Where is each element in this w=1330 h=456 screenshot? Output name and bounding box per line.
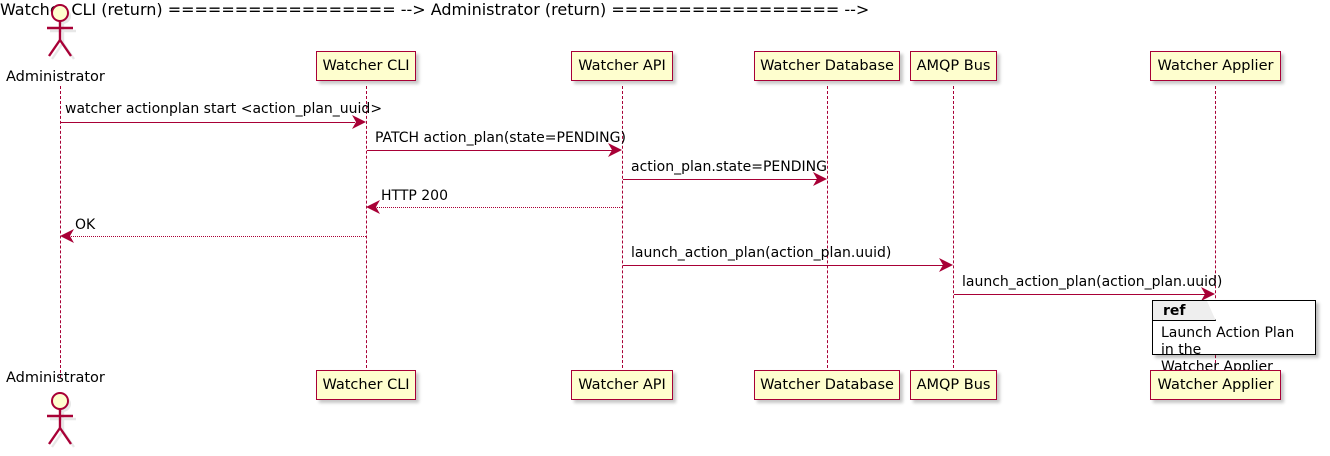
message-label-1: watcher actionplan start <action_plan_uu…	[65, 101, 383, 117]
message-line-6	[623, 265, 943, 266]
message-line-5	[71, 236, 366, 237]
message-line-4	[377, 207, 622, 208]
participant-label: Watcher CLI	[322, 57, 410, 74]
participant-watcher-applier-top[interactable]: Watcher Applier	[1150, 51, 1281, 81]
message-label-6: launch_action_plan(action_plan.uuid)	[631, 245, 892, 261]
participant-watcher-api-top[interactable]: Watcher API	[571, 51, 673, 81]
participant-label: AMQP Bus	[916, 376, 991, 393]
participant-label: Watcher Applier	[1157, 57, 1274, 74]
participant-label: Watcher Database	[760, 57, 894, 74]
participant-label: AMQP Bus	[916, 57, 991, 74]
participant-watcher-database-top[interactable]: Watcher Database	[754, 51, 900, 81]
ref-fragment: ref Launch Action Plan in the Watcher Ap…	[1152, 300, 1316, 375]
ref-fragment-tab: ref	[1153, 301, 1216, 321]
message-label-5: OK	[75, 217, 96, 233]
message-label-3: action_plan.state=PENDING	[631, 159, 827, 175]
lifeline-watcher-api	[622, 86, 623, 378]
participant-watcher-database-bottom[interactable]: Watcher Database	[754, 370, 900, 400]
participant-watcher-applier-bottom[interactable]: Watcher Applier	[1150, 370, 1281, 400]
lifeline-amqp-bus	[953, 86, 954, 378]
lifeline-watcher-applier	[1215, 86, 1216, 378]
participant-amqp-bus-bottom[interactable]: AMQP Bus	[910, 370, 997, 400]
message-line-7	[954, 294, 1205, 295]
participant-watcher-api-bottom[interactable]: Watcher API	[571, 370, 673, 400]
message-label-2: PATCH action_plan(state=PENDING)	[375, 130, 626, 146]
participant-label: Watcher API	[578, 57, 666, 74]
lifeline-administrator	[60, 86, 61, 378]
message-line-2	[367, 150, 612, 151]
lifeline-watcher-database	[827, 86, 828, 378]
message-label-4: HTTP 200	[381, 188, 448, 204]
participant-label: Watcher CLI	[322, 376, 410, 393]
ref-fragment-body: Launch Action Plan in the Watcher Applie…	[1161, 325, 1309, 376]
participant-label: Watcher Applier	[1157, 376, 1274, 393]
participant-amqp-bus-top[interactable]: AMQP Bus	[910, 51, 997, 81]
actor-administrator-top	[41, 4, 81, 60]
participant-label: Watcher Database	[760, 376, 894, 393]
participant-watcher-cli-top[interactable]: Watcher CLI	[316, 51, 416, 81]
ref-fragment-body-line-1: Launch Action Plan in the	[1161, 325, 1295, 358]
actor-label-administrator-bottom: Administrator	[6, 370, 105, 386]
participant-watcher-cli-bottom[interactable]: Watcher CLI	[316, 370, 416, 400]
lifeline-watcher-cli	[366, 86, 367, 378]
message-line-1	[61, 122, 355, 123]
message-line-3	[623, 179, 817, 180]
actor-label-administrator-top: Administrator	[6, 69, 105, 85]
ref-fragment-tab-label: ref	[1163, 302, 1186, 319]
actor-administrator-bottom	[41, 392, 81, 448]
message-label-7: launch_action_plan(action_plan.uuid)	[962, 274, 1223, 290]
participant-label: Watcher API	[578, 376, 666, 393]
